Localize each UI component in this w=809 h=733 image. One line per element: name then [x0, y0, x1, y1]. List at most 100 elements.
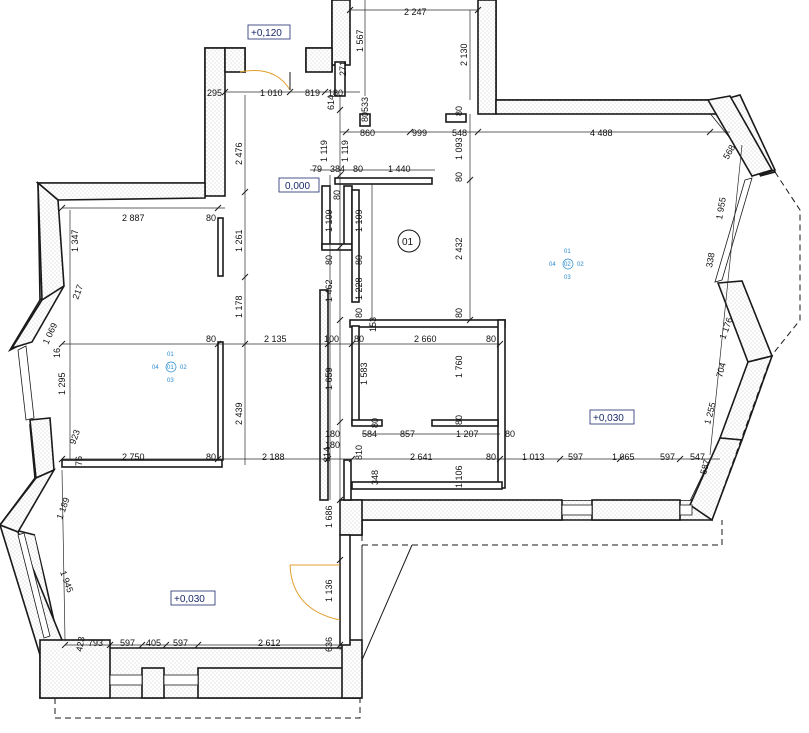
section-marker-right-center: 02: [564, 262, 571, 268]
dim-label: 636: [324, 637, 334, 652]
dim-label: 1 109: [324, 209, 334, 232]
dim-label: 295: [207, 88, 222, 98]
dim-label: 1 228: [354, 277, 364, 300]
strip-19: [39, 639, 111, 699]
partition-center-v: [351, 189, 360, 303]
dim-label: 2 135: [264, 334, 287, 344]
partition-closet-r: [343, 185, 353, 249]
dim-label: 80: [486, 334, 496, 344]
dim-label: 423: [74, 636, 86, 653]
dim-label: 587: [698, 458, 712, 475]
dim-label: 1 686: [324, 505, 334, 528]
dash-2: [711, 359, 771, 521]
level-box-top: [247, 24, 291, 40]
dim-label: 857: [400, 429, 415, 439]
dim-label: 1 261: [234, 229, 244, 252]
partition-room-bl: [351, 419, 383, 427]
room-number: 01: [397, 229, 421, 253]
dim-label: 180: [325, 440, 340, 450]
strip-8: [341, 499, 563, 521]
strip-20: [141, 667, 165, 699]
dim-label: 80: [486, 452, 496, 462]
dim-label: 1 955: [714, 196, 728, 220]
dim-label: 76: [74, 456, 84, 466]
dim-label: 548: [452, 128, 467, 138]
dim-label: 1 109: [354, 209, 364, 232]
section-marker-left-bottom: 03: [167, 378, 174, 384]
dim-label: 1 065: [612, 452, 635, 462]
window-7: [17, 532, 51, 639]
dim-label: 2 660: [414, 334, 437, 344]
section-marker-left-right: 02: [180, 365, 187, 371]
dim-label: 405: [146, 638, 161, 648]
strip-2: [477, 0, 497, 115]
strip-10: [204, 47, 226, 197]
section-marker-right-bottom: 03: [564, 275, 571, 281]
dim-label: 614: [326, 95, 336, 110]
level-center: 0,000: [285, 181, 310, 192]
strip-11: [224, 47, 246, 73]
dim-label: 80: [360, 112, 370, 122]
dim-label: 1 347: [70, 229, 80, 252]
dim-label: 217: [70, 283, 85, 301]
dim-label: 2 612: [258, 638, 281, 648]
dim-label: 80: [353, 164, 363, 174]
dim-label: 1 440: [388, 164, 411, 174]
window-4: [163, 674, 199, 686]
section-marker-left-circle: [165, 361, 177, 373]
room-number-circle: [397, 229, 421, 253]
strip-4: [706, 95, 774, 177]
dim-label: 180: [325, 429, 340, 439]
section-marker-left: 01 04 01 02 03: [152, 352, 187, 384]
dim-label: 2 130: [459, 43, 469, 66]
dim-label: 80: [206, 452, 216, 462]
dim-label: 533: [360, 97, 370, 112]
dimension-lines: [61, 0, 743, 650]
dim-label: 79: [312, 164, 322, 174]
dim-label: 2 188: [262, 452, 285, 462]
window-6: [17, 345, 35, 421]
dim-label: 814: [322, 447, 332, 462]
dim-label: 80: [370, 418, 380, 428]
section-marker-left-center: 01: [167, 365, 174, 371]
dim-label: 80: [354, 255, 364, 265]
level-markers: +0,120 0,000 +0,030 +0,030: [170, 24, 635, 606]
door-top: [239, 70, 291, 91]
dim-label: 860: [360, 128, 375, 138]
partitions: [61, 61, 506, 646]
section-marker-right-right: 02: [577, 262, 584, 268]
partition-closet-b: [321, 243, 353, 251]
strip-3: [495, 99, 723, 115]
dim-label: 80: [332, 190, 342, 200]
dimension-labels: 2 247 1 567 2 130 271 614 295 1 010 819 …: [41, 7, 737, 652]
dim-label: 2 432: [454, 237, 464, 260]
dim-label: 80: [206, 334, 216, 344]
dim-label: 80: [324, 255, 334, 265]
dim-label: 338: [704, 252, 716, 269]
dim-label: 1 106: [454, 465, 464, 488]
dash-4: [54, 698, 361, 719]
dim-label: 80: [505, 429, 515, 439]
dim-label: 1 567: [355, 29, 365, 52]
dim-label: 1 462: [324, 279, 334, 302]
dim-label: 1 119: [319, 140, 329, 162]
level-box-center: [278, 177, 320, 193]
partition-room-br: [431, 419, 499, 427]
dim-label: 80: [354, 334, 364, 344]
doors: [239, 70, 341, 621]
dim-label: 100: [324, 334, 339, 344]
section-marker-right-top: 01: [564, 249, 571, 255]
dim-label: 2 641: [410, 452, 433, 462]
partition-left-mid: [217, 341, 224, 461]
dim-label: 2 439: [234, 402, 244, 425]
strip-15: [10, 285, 65, 350]
dim-label: 180: [328, 88, 343, 98]
strip-13: [35, 182, 206, 201]
dim-label: 348: [370, 470, 380, 485]
dim-label: 1 013: [522, 452, 545, 462]
partition-left-bottom: [61, 459, 223, 468]
partition-top-stub3: [445, 113, 467, 123]
dim-label: 80: [206, 213, 216, 223]
dashed-outlines: [54, 171, 801, 719]
dim-label: 80: [454, 415, 464, 425]
